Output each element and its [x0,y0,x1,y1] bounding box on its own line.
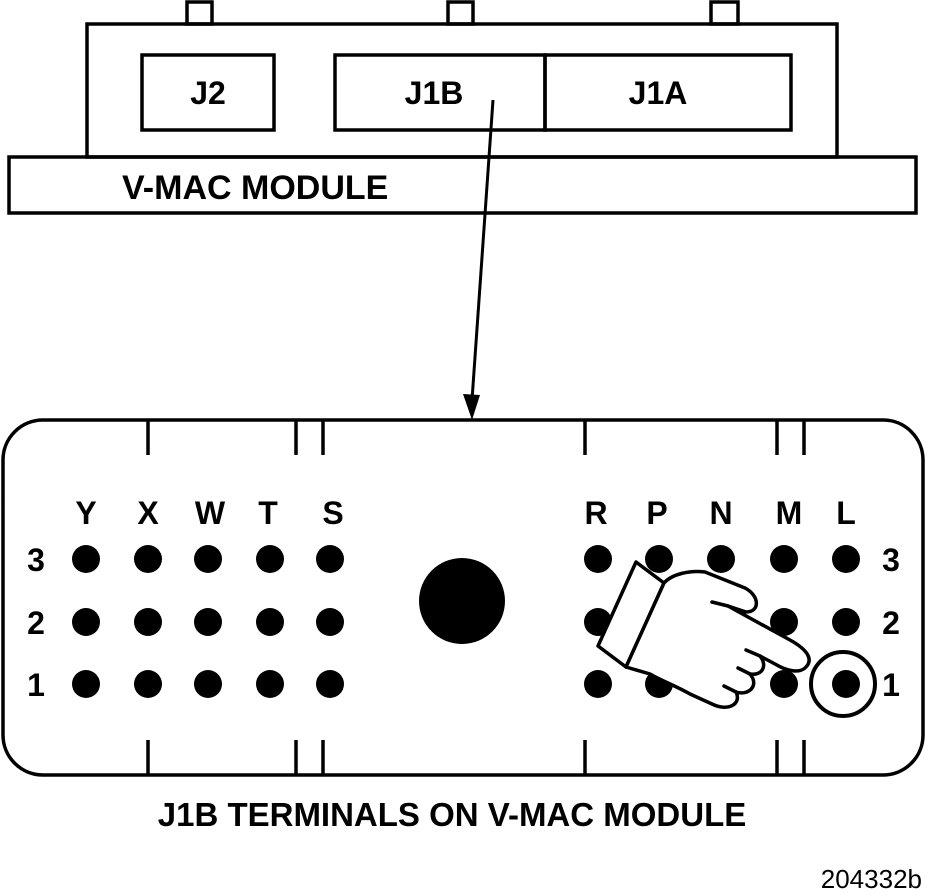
terminal-n3 [707,545,735,573]
column-label-s: S [322,495,343,531]
terminal-w1 [194,670,222,698]
terminal-face-outline [1,418,925,777]
arrow-head [463,394,480,420]
terminal-y2 [72,608,100,636]
column-label-y: Y [75,495,96,531]
module-base [7,155,918,215]
terminal-s2 [316,608,344,636]
row-label-2-left: 2 [27,605,45,641]
housing-tab-right [709,0,740,26]
row-label-3-right: 3 [882,542,900,578]
diagram-caption: J1B TERMINALS ON V-MAC MODULE [158,796,747,833]
connector-j1a-label: J1A [629,75,688,111]
terminal-m1 [770,670,798,698]
left-column-labels: Y X W T S [75,495,343,531]
terminal-m3 [770,545,798,573]
column-label-t: T [258,495,278,531]
terminal-w2 [194,608,222,636]
column-label-x: X [137,495,159,531]
terminal-t2 [256,608,284,636]
connector-j2: J2 [140,53,276,132]
connector-j2-label: J2 [190,75,226,111]
connector-j1b: J1B [333,53,547,132]
terminal-l1 [832,670,860,698]
connector-j1b-label: J1B [405,75,464,111]
left-terminals [72,545,344,698]
housing-tab-middle [446,0,475,26]
row-label-1-left: 1 [27,667,45,703]
column-label-l: L [836,495,856,531]
right-row-labels: 3 2 1 [882,542,900,703]
terminal-t3 [256,545,284,573]
terminal-x2 [134,608,162,636]
terminal-y1 [72,670,100,698]
pointing-hand-icon [596,560,811,709]
right-column-labels: R P N M L [584,495,855,531]
terminal-x1 [134,670,162,698]
column-label-r: R [584,495,607,531]
row-label-1-right: 1 [882,667,900,703]
module-housing [7,0,918,215]
terminal-t1 [256,670,284,698]
terminal-r1 [584,670,612,698]
terminal-p3 [645,545,673,573]
module-label: V-MAC MODULE [122,169,388,207]
terminal-s1 [316,670,344,698]
column-label-w: W [195,495,226,531]
housing-tab-left [185,0,214,26]
terminal-m2 [770,608,798,636]
column-label-p: P [646,495,667,531]
row-label-2-right: 2 [882,605,900,641]
terminal-face: Y X W T S 3 2 1 [1,418,925,777]
figure-number: 204332b [821,864,922,892]
left-row-labels: 3 2 1 [27,542,45,703]
column-label-m: M [776,495,803,531]
terminal-x3 [134,545,162,573]
terminal-l3 [832,545,860,573]
center-guide-pin [419,558,505,644]
column-label-n: N [709,495,732,531]
terminal-l2 [832,608,860,636]
terminal-y3 [72,545,100,573]
terminal-s3 [316,545,344,573]
callout-arrow [463,99,495,420]
connector-j1a: J1A [543,53,793,132]
terminal-w3 [194,545,222,573]
highlight-ring-l1 [809,650,877,718]
keying-ticks-bottom [146,740,806,775]
row-label-3-left: 3 [27,542,45,578]
terminal-r3 [584,545,612,573]
keying-ticks-top [146,420,806,455]
